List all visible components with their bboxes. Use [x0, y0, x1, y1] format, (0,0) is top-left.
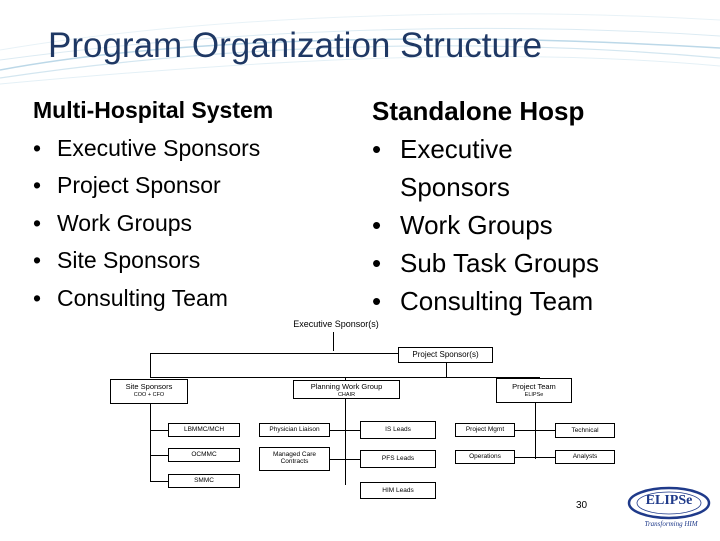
- project-sponsor-box: Project Sponsor(s): [398, 347, 493, 363]
- project-team-member-box: Analysts: [555, 450, 615, 464]
- connector-line: [150, 481, 168, 482]
- connector-line: [150, 430, 168, 431]
- connector-line: [150, 353, 400, 354]
- list-item: Executive Sponsors: [372, 130, 560, 206]
- work-group-box: Managed Care Contracts: [259, 447, 330, 471]
- slide-title: Program Organization Structure: [48, 26, 543, 65]
- connector-line: [446, 363, 447, 377]
- elipse-logo: ELIPSe Transforming HIM: [625, 484, 715, 536]
- page-number: 30: [576, 500, 588, 511]
- list-item: Consulting Team: [372, 282, 599, 320]
- multi-hospital-list: Executive Sponsors Project Sponsor Work …: [33, 130, 273, 318]
- work-group-box: IS Leads: [360, 421, 436, 439]
- logo-tagline: Transforming HIM: [644, 520, 698, 528]
- work-group-box: HIM Leads: [360, 482, 436, 499]
- connector-line: [345, 399, 346, 485]
- site-box: LBMMC/MCH: [168, 423, 240, 437]
- standalone-heading: Standalone Hosp: [372, 96, 585, 126]
- planning-work-group-box: Planning Work Group CHAIR: [293, 380, 400, 399]
- project-team-member-box: Technical: [555, 423, 615, 438]
- multi-hospital-heading: Multi-Hospital System: [33, 97, 274, 123]
- header-swoosh: [0, 13, 720, 85]
- work-group-box: Physician Liaison: [259, 423, 330, 437]
- list-item: Work Groups: [33, 205, 273, 243]
- connector-line: [535, 403, 536, 459]
- site-box: OCMMC: [168, 448, 240, 462]
- list-item: Executive Sponsors: [33, 130, 273, 168]
- connector-line: [515, 430, 555, 431]
- connector-line: [330, 430, 360, 431]
- list-item: Project Sponsor: [33, 167, 273, 205]
- multi-hospital-column: Multi-Hospital System Executive Sponsors…: [33, 92, 273, 317]
- connector-line: [330, 459, 360, 460]
- project-team-member-box: Operations: [455, 450, 515, 464]
- list-item: Consulting Team: [33, 280, 273, 318]
- standalone-list: Executive Sponsors Work Groups Sub Task …: [372, 130, 599, 320]
- connector-line: [150, 455, 168, 456]
- site-sponsors-box: Site Sponsors COO + CFO: [110, 379, 188, 404]
- project-team-box: Project Team ELIPSe: [496, 378, 572, 403]
- work-group-box: PFS Leads: [360, 450, 436, 468]
- site-box: SMMC: [168, 474, 240, 488]
- connector-line: [333, 331, 334, 351]
- connector-line: [150, 353, 151, 378]
- executive-sponsor-box: Executive Sponsor(s): [287, 319, 385, 332]
- list-item: Site Sponsors: [33, 242, 273, 280]
- list-item: Work Groups: [372, 206, 599, 244]
- standalone-column: Standalone Hosp Executive Sponsors Work …: [372, 92, 599, 320]
- connector-line: [150, 396, 151, 482]
- list-item: Sub Task Groups: [372, 244, 599, 282]
- logo-text: ELIPSe: [645, 493, 693, 508]
- logo-icon: [627, 486, 711, 520]
- project-team-member-box: Project Mgmt: [455, 423, 515, 437]
- connector-line: [515, 457, 555, 458]
